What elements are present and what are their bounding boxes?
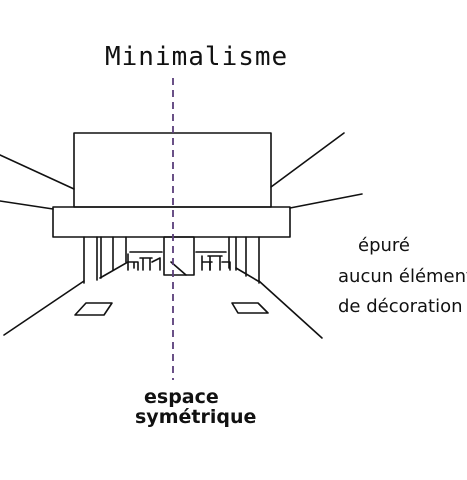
right-floor-opening [231,302,269,314]
center-door [163,236,195,276]
annotation-epure: épuré [358,235,410,256]
floor-right-line [258,280,323,339]
right-lower-line [289,193,363,209]
annotation-symetrique: symétrique [135,406,257,428]
floor-left-line [3,280,85,336]
left-chair-2 [151,257,161,271]
left-lower-line [0,200,54,210]
left-table [139,257,153,271]
left-floor-opening [74,302,113,316]
floor-inner-left [99,261,129,279]
left-chair [127,253,139,271]
right-upper-line [270,132,345,188]
annotation-de-decoration: de décoration [338,296,463,317]
annotation-espace: espace [144,386,219,408]
floor-inner-right [235,267,259,282]
annotation-aucun-element: aucun élément [338,266,467,287]
left-upper-line [0,154,75,190]
right-table [207,255,223,271]
sketch-title: Minimalisme [105,42,289,72]
right-chair-2 [221,261,231,271]
horizontal-slab [52,206,291,238]
